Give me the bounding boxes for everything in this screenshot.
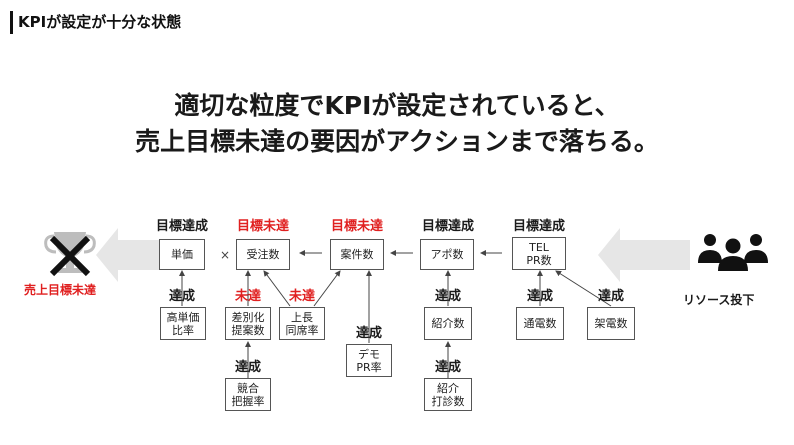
kpi-box-tel-pr: TEL PR数 <box>512 237 566 270</box>
kpi-box-unit-price: 単価 <box>159 239 205 270</box>
headline-line-2: 売上目標未達の要因がアクションまで落ちる。 <box>135 127 659 156</box>
box-label: 同席率 <box>285 323 319 337</box>
box-label: 提案数 <box>231 323 265 337</box>
box-label: 比率 <box>172 323 194 337</box>
high-price-status: 達成 <box>168 289 195 304</box>
box-label: PR率 <box>356 360 382 374</box>
kpi-box-calls: 通電数 <box>516 307 564 340</box>
kpi-box-demo-pr: デモ PR率 <box>346 344 392 377</box>
box-label: PR数 <box>526 253 552 267</box>
big-arrow-left <box>96 228 168 282</box>
differentiated-status: 未達 <box>234 289 261 304</box>
box-label: 通電数 <box>523 317 557 330</box>
calls-made-status: 達成 <box>597 289 624 304</box>
box-label: 紹介 <box>437 381 459 395</box>
exec-attend-status: 未達 <box>288 289 315 304</box>
tel-pr-status: 目標達成 <box>512 219 565 234</box>
arrow-callsmade-to-tel <box>555 270 612 307</box>
arrow-exec-to-orders <box>263 270 291 307</box>
box-label: デモ <box>358 347 380 361</box>
box-label: 高単価 <box>166 310 200 324</box>
demo-pr-status: 達成 <box>355 326 382 341</box>
right-source-label: リソース投下 <box>683 293 755 307</box>
referral-sound-status: 達成 <box>434 360 461 375</box>
kpi-box-referral-sound: 紹介 打診数 <box>424 378 472 411</box>
kpi-box-competitor: 競合 把握率 <box>225 378 271 411</box>
unit-price-status: 目標達成 <box>155 219 208 234</box>
kpi-box-orders: 受注数 <box>236 239 290 270</box>
kpi-box-deals: 案件数 <box>330 239 384 270</box>
box-label: 把握率 <box>231 394 265 408</box>
kpi-box-calls-made: 架電数 <box>587 307 635 340</box>
referrals-status: 達成 <box>434 289 461 304</box>
box-label: 架電数 <box>594 317 628 330</box>
box-label: 紹介数 <box>431 317 465 330</box>
calls-status: 達成 <box>526 289 553 304</box>
box-label: 単価 <box>171 248 193 261</box>
header-accent-bar <box>10 11 13 34</box>
deals-status: 目標未達 <box>330 219 383 234</box>
box-label: 差別化 <box>231 310 265 324</box>
headline-line-1: 適切な粒度でKPIが設定されていると、 <box>174 91 620 120</box>
kpi-box-high-price-ratio: 高単価 比率 <box>160 307 206 340</box>
x-mark-trophy-icon <box>44 232 96 277</box>
box-label: 上長 <box>291 310 313 324</box>
left-goal-label: 売上目標未達 <box>24 283 97 297</box>
people-group-icon <box>698 234 768 271</box>
orders-status: 目標未達 <box>236 219 289 234</box>
box-label: 案件数 <box>340 248 374 261</box>
competitor-status: 達成 <box>234 360 261 375</box>
kpi-box-referrals: 紹介数 <box>424 307 472 340</box>
page-title: KPIが設定が十分な状態 <box>18 13 182 31</box>
box-label: 競合 <box>237 381 259 395</box>
appointments-status: 目標達成 <box>421 219 474 234</box>
box-label: 受注数 <box>246 248 280 261</box>
kpi-box-differentiated: 差別化 提案数 <box>225 307 271 340</box>
box-label: 打診数 <box>431 394 465 408</box>
kpi-box-appointments: アポ数 <box>420 239 474 270</box>
big-arrow-right <box>598 228 690 282</box>
kpi-box-exec-attend: 上長 同席率 <box>279 307 325 340</box>
arrow-exec-to-deals <box>313 270 341 307</box>
box-label: アポ数 <box>430 248 464 261</box>
box-label: TEL <box>529 240 549 254</box>
multiply-operator: × <box>220 248 231 262</box>
